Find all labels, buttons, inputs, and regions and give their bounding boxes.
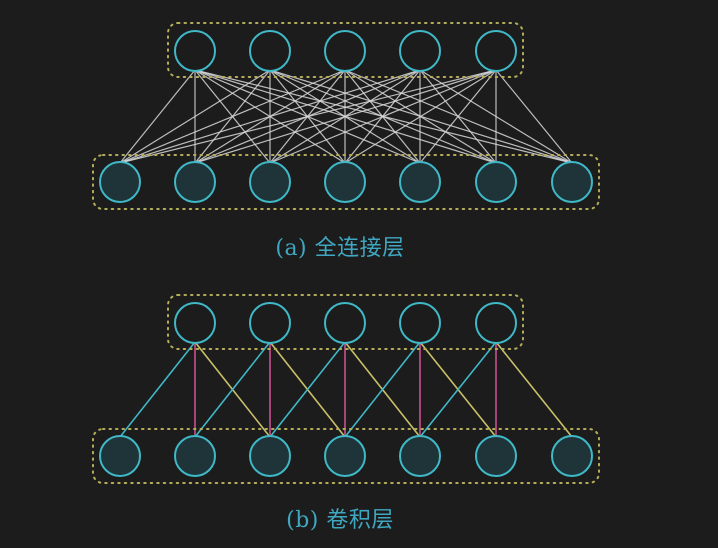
output-node	[174, 30, 216, 72]
edge-out1-in0	[119, 69, 271, 164]
input-node	[551, 435, 593, 477]
edge-out4-in0	[119, 69, 497, 164]
edge-out4-in4	[419, 341, 497, 438]
edge-out4-in3	[344, 69, 497, 164]
input-node	[99, 161, 141, 203]
edge-out3-in0	[119, 69, 421, 164]
fully-connected-layer-output-box	[167, 22, 524, 78]
input-node	[99, 435, 141, 477]
edge-out4-in6	[495, 341, 573, 438]
output-node	[475, 30, 517, 72]
input-node	[324, 435, 366, 477]
edge-out0-in0	[119, 341, 196, 438]
input-node	[174, 161, 216, 203]
input-node	[249, 435, 291, 477]
output-node	[324, 302, 366, 344]
input-node	[475, 435, 517, 477]
input-node	[174, 435, 216, 477]
edge-out4-in4	[419, 69, 497, 164]
edge-out1-in1	[194, 341, 271, 438]
input-node	[551, 161, 593, 203]
edge-out2-in0	[119, 69, 346, 164]
output-node	[249, 302, 291, 344]
convolutional-layer-output-box	[167, 294, 524, 350]
output-node	[475, 302, 517, 344]
edge-out4-in6	[495, 69, 573, 164]
input-node	[475, 161, 517, 203]
input-node	[324, 161, 366, 203]
input-node	[399, 161, 441, 203]
edge-out3-in3	[344, 341, 421, 438]
convolutional-layer	[99, 302, 593, 477]
fully-connected-layer-input-box	[92, 154, 600, 210]
output-node	[399, 30, 441, 72]
edge-out4-in2	[269, 69, 497, 164]
edge-out0-in0	[119, 69, 196, 164]
input-node	[399, 435, 441, 477]
caption-fully-connected: (a) 全连接层	[275, 236, 405, 261]
output-node	[324, 30, 366, 72]
edge-out2-in2	[269, 341, 346, 438]
input-node	[249, 161, 291, 203]
convolutional-layer-input-box	[92, 428, 600, 484]
output-node	[174, 302, 216, 344]
edge-out4-in1	[194, 69, 497, 164]
output-node	[249, 30, 291, 72]
output-node	[399, 302, 441, 344]
fully-connected-layer	[99, 30, 593, 203]
caption-convolutional: (b) 卷积层	[286, 508, 394, 533]
